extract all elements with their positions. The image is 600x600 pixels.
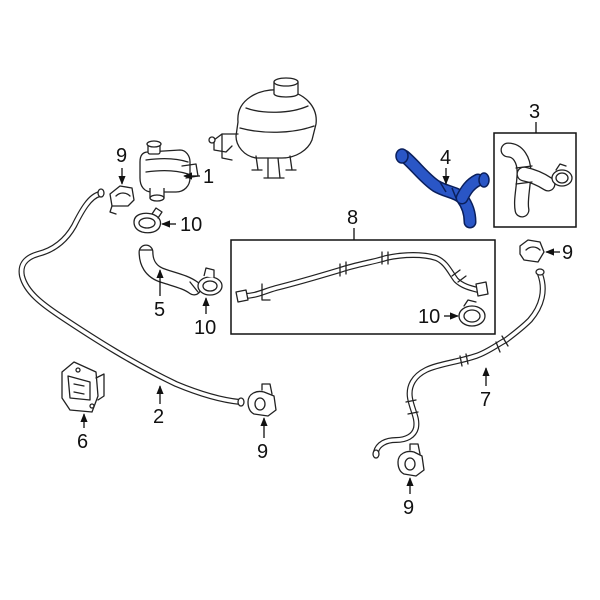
hose-clamp-upper[interactable]: [133, 207, 163, 234]
callout-7: 7: [480, 389, 491, 411]
callout-9-lower-left: 9: [257, 441, 268, 463]
callout-2: 2: [153, 406, 164, 428]
hose-clamp-box[interactable]: [458, 299, 486, 327]
pump-hose[interactable]: [138, 244, 202, 296]
callout-10-box: 10: [418, 306, 440, 328]
mounting-bracket[interactable]: [61, 361, 105, 413]
callout-4: 4: [440, 147, 451, 169]
callout-10-middle: 10: [194, 317, 216, 339]
hose-clip-lower-left[interactable]: [247, 383, 277, 417]
hose-kit-box[interactable]: [493, 132, 577, 228]
callout-5: 5: [154, 299, 165, 321]
long-coolant-hose-right[interactable]: [372, 268, 546, 459]
heater-hose-assembly[interactable]: [230, 239, 496, 335]
callout-6: 6: [77, 431, 88, 453]
callout-9-upper-left: 9: [116, 145, 127, 167]
coolant-reservoir[interactable]: [208, 77, 317, 179]
highlighted-coolant-hose[interactable]: [395, 148, 490, 229]
auxiliary-water-pump[interactable]: [139, 140, 199, 202]
callout-10-upper: 10: [180, 214, 202, 236]
hose-clip-lower-right[interactable]: [397, 443, 425, 477]
hose-clip-right[interactable]: [519, 239, 545, 263]
callout-9-lower-right: 9: [403, 497, 414, 519]
callout-1: 1: [203, 166, 214, 188]
long-coolant-hose-left[interactable]: [18, 188, 245, 407]
hose-clamp-middle[interactable]: [197, 267, 223, 296]
callout-8: 8: [347, 207, 358, 229]
callout-9-right: 9: [562, 242, 573, 264]
hose-clip-upper-left[interactable]: [109, 185, 135, 215]
callout-3: 3: [529, 101, 540, 123]
